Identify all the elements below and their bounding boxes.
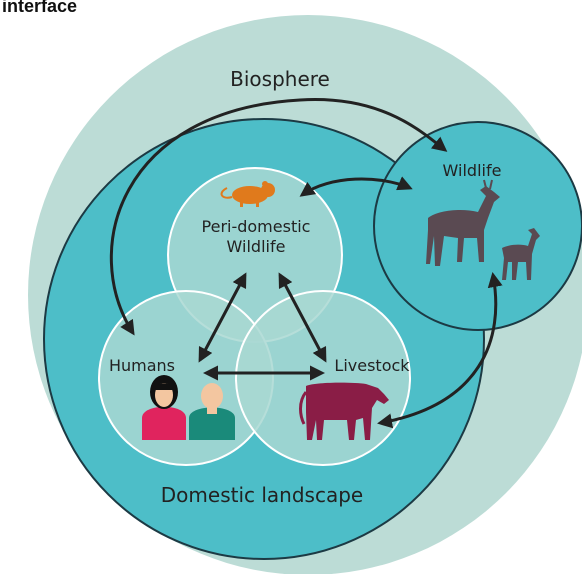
arrow-rodent-wildlife	[299, 176, 413, 197]
peri-domestic-label-line1: Peri-domestic	[202, 217, 311, 236]
wildlife-label: Wildlife	[443, 161, 502, 180]
deer-icon	[502, 228, 540, 280]
humans-label: Humans	[109, 356, 175, 375]
woman-icon	[142, 375, 186, 440]
arrow-peri-humans	[198, 272, 247, 363]
rodent-icon	[220, 181, 275, 207]
livestock-circle	[235, 290, 411, 466]
peri-domestic-label-line2: Wildlife	[227, 237, 286, 256]
arrow-wildlife-livestock	[377, 272, 503, 429]
domestic-landscape-label: Domestic landscape	[161, 483, 363, 507]
arrow-humans-wildlife	[109, 98, 448, 336]
deer-icon	[426, 179, 500, 266]
title-fragment: interface	[2, 0, 78, 16]
man-icon	[189, 383, 235, 440]
biosphere-label: Biosphere	[230, 67, 330, 91]
cow-icon	[299, 382, 389, 440]
livestock-label: Livestock	[334, 356, 410, 375]
arrow-peri-livestock	[278, 272, 327, 363]
